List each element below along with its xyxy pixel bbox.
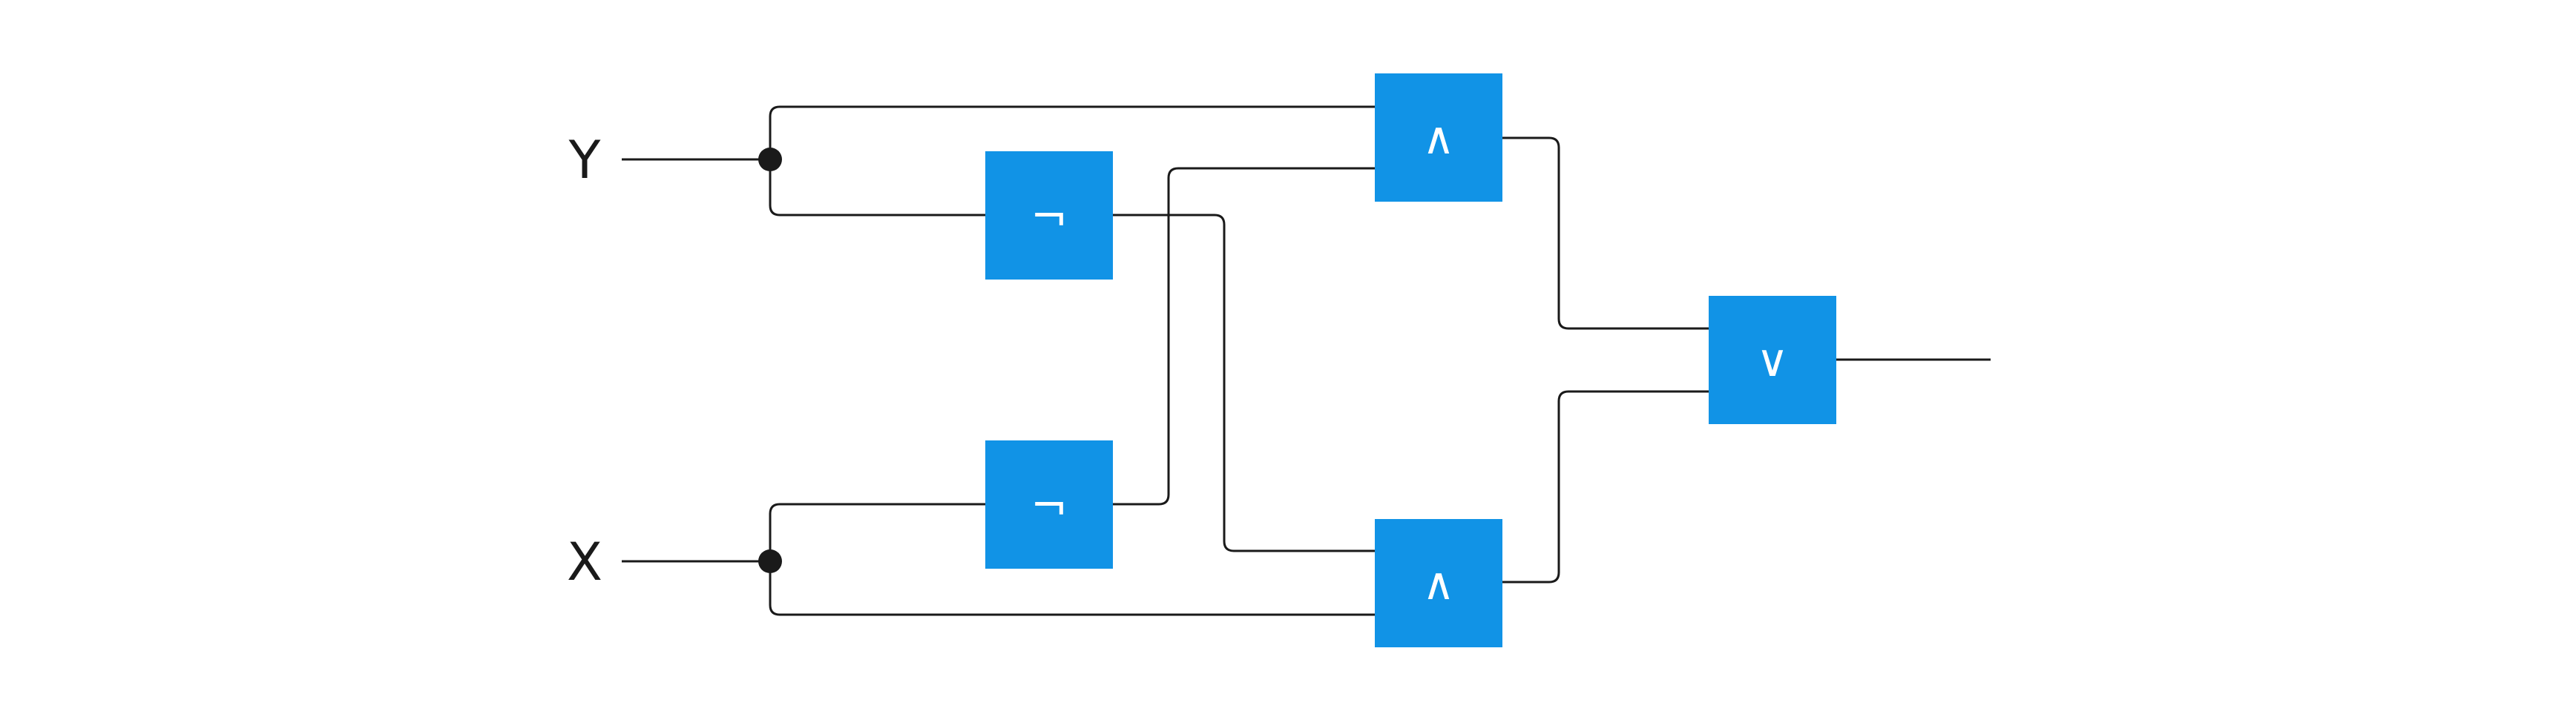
input-label-x: X: [567, 532, 602, 592]
wire-x-to-not-bottom: [769, 503, 985, 561]
wire-and-bottom-to-or: [1502, 390, 1709, 584]
wire-not-bottom-to-and-top: [1113, 167, 1375, 506]
wire-y-to-and-top: [769, 105, 1375, 159]
and-gate-top: ∧: [1375, 73, 1502, 202]
not-gate-top-symbol: ¬: [1031, 191, 1068, 242]
not-gate-bottom: ¬: [985, 440, 1113, 569]
and-gate-top-symbol: ∧: [1422, 113, 1455, 165]
not-gate-bottom-symbol: ¬: [1031, 480, 1068, 532]
or-gate: ∨: [1709, 296, 1836, 424]
input-label-y: Y: [568, 130, 601, 191]
wire-not-top-to-and-bottom: [1113, 214, 1375, 552]
wire-y-to-not-top: [769, 159, 985, 217]
wire-x-to-and-bottom: [769, 561, 1375, 616]
and-gate-bottom-symbol: ∧: [1422, 558, 1455, 610]
junction-y: [758, 148, 782, 171]
and-gate-bottom: ∧: [1375, 519, 1502, 647]
wires: [622, 105, 1991, 616]
junction-x: [758, 549, 782, 573]
not-gate-top: ¬: [985, 151, 1113, 280]
wire-and-top-to-or: [1502, 136, 1709, 330]
or-gate-symbol: ∨: [1756, 335, 1789, 387]
